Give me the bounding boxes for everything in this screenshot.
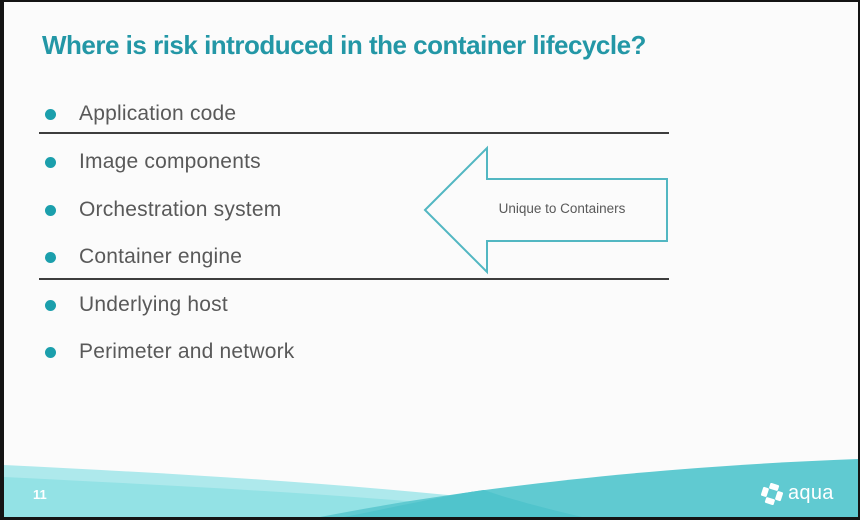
presentation-slide: Where is risk introduced in the containe… (4, 2, 858, 517)
bullet-dot-icon (45, 204, 56, 216)
bullet-item-label: Image components (79, 150, 261, 173)
separator-line-top (39, 132, 669, 134)
callout-arrow-label: Unique to Containers (498, 201, 626, 216)
aqua-logo: aqua (761, 482, 834, 505)
bullet-dot-icon (45, 108, 56, 120)
bullet-dot-icon (45, 299, 56, 311)
bullet-item-label: Underlying host (79, 293, 228, 316)
bullet-item-label: Perimeter and network (79, 340, 295, 363)
page-number: 11 (33, 487, 47, 502)
bullet-item-label: Container engine (79, 245, 243, 268)
bullet-dot-icon (45, 346, 56, 358)
bullet-dot-icon (45, 156, 56, 168)
bullet-item-label: Application code (79, 102, 237, 125)
callout-arrow (420, 140, 672, 285)
wave-decoration (4, 459, 858, 517)
aqua-logo-icon (761, 482, 783, 505)
aqua-logo-text: aqua (788, 482, 834, 504)
bullet-item: Image components (45, 148, 261, 176)
bullet-dot-icon (45, 251, 56, 263)
left-arrow-icon (423, 145, 668, 275)
bullet-item: Orchestration system (45, 196, 281, 224)
bullet-item: Container engine (45, 243, 242, 271)
bullet-item: Underlying host (45, 291, 228, 319)
bullet-item: Application code (45, 100, 236, 128)
bullet-item-label: Orchestration system (79, 198, 282, 221)
slide-title: Where is risk introduced in the containe… (42, 30, 646, 60)
separator-line-bottom (39, 278, 669, 280)
bullet-item: Perimeter and network (45, 338, 294, 366)
